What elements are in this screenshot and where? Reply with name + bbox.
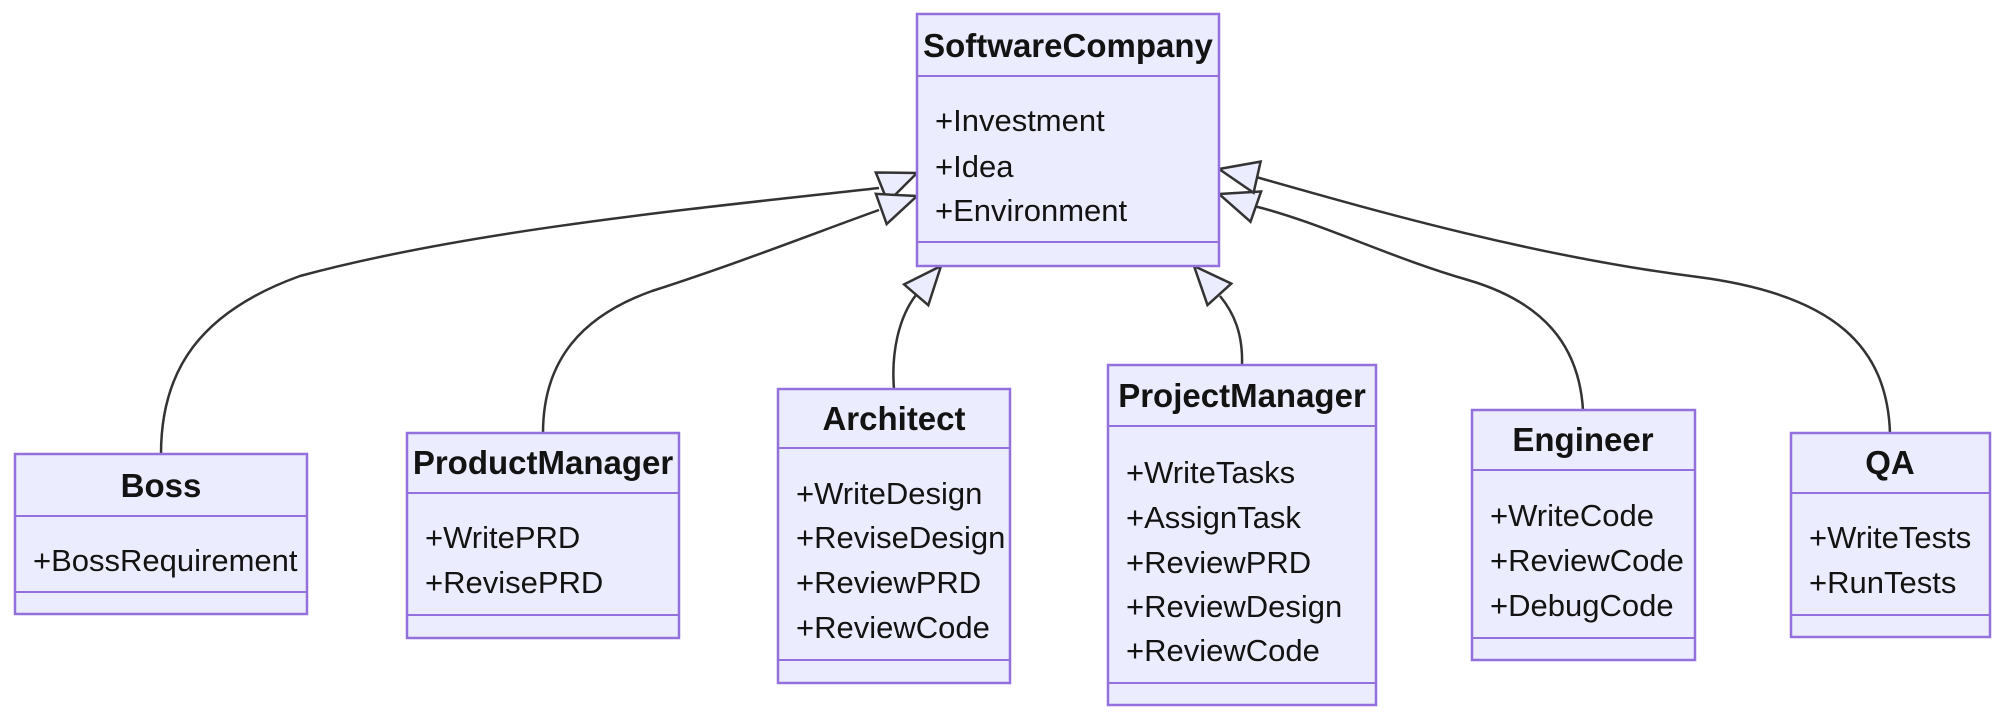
class-member: +WriteDesign: [796, 476, 982, 511]
class-title: QA: [1865, 444, 1915, 481]
inheritance-arrowhead-icon: [1191, 263, 1234, 308]
class-member: +WritePRD: [425, 520, 580, 555]
inheritance-edge-engineer: [1253, 204, 1585, 411]
class-member: +ReviewCode: [1126, 633, 1320, 668]
class-box: [405, 431, 681, 640]
class-title: ProjectManager: [1118, 377, 1366, 414]
inheritance-edge-boss: [159, 186, 880, 455]
class-member: +AssignTask: [1126, 500, 1301, 535]
inheritance-edge-productmanager: [541, 208, 880, 434]
inheritance-edge-architect: [892, 294, 917, 390]
class-member: +ReviewCode: [1490, 543, 1684, 578]
class-box: [1106, 363, 1378, 707]
inheritance-arrowhead-icon: [874, 192, 921, 227]
class-member: +Investment: [935, 103, 1105, 138]
class-box: [13, 452, 309, 616]
class-member: +ReviewPRD: [796, 565, 981, 600]
class-member: +RunTests: [1809, 565, 1956, 600]
class-member: +WriteCode: [1490, 498, 1654, 533]
edges: [159, 160, 1892, 455]
class-member: +ReviewCode: [796, 610, 990, 645]
class-member: +DebugCode: [1490, 588, 1674, 623]
class-member: +BossRequirement: [33, 543, 298, 578]
class-title: SoftwareCompany: [923, 27, 1213, 64]
class-node-productmanager: ProductManager +WritePRD +RevisePRD: [405, 431, 681, 640]
class-node-engineer: Engineer +WriteCode +ReviewCode +DebugCo…: [1470, 408, 1697, 662]
class-member: +Idea: [935, 149, 1014, 184]
class-title: Engineer: [1512, 421, 1653, 458]
class-title: Boss: [121, 467, 202, 504]
class-box: [776, 387, 1012, 685]
class-member: +WriteTasks: [1126, 455, 1295, 490]
inheritance-arrowhead-icon: [1215, 160, 1263, 195]
class-member: +RevisePRD: [425, 565, 603, 600]
class-node-softwarecompany: SoftwareCompany +Investment +Idea +Envir…: [915, 12, 1221, 268]
inheritance-edge-projectmanager: [1219, 295, 1244, 366]
class-node-boss: Boss +BossRequirement: [13, 452, 309, 616]
class-title: ProductManager: [413, 444, 674, 481]
class-member: +Environment: [935, 193, 1128, 228]
class-box: [1470, 408, 1697, 662]
inheritance-edge-qa: [1255, 175, 1892, 434]
class-node-architect: Architect +WriteDesign +ReviseDesign +Re…: [776, 387, 1012, 685]
inheritance-arrowhead-icon: [901, 263, 944, 308]
class-member: +WriteTests: [1809, 520, 1971, 555]
class-title: Architect: [822, 400, 965, 437]
class-box: [1789, 431, 1992, 639]
class-member: +ReviewPRD: [1126, 545, 1311, 580]
class-box: [915, 12, 1221, 268]
class-member: +ReviewDesign: [1126, 589, 1342, 624]
class-member: +ReviseDesign: [796, 520, 1005, 555]
class-node-qa: QA +WriteTests +RunTests: [1789, 431, 1992, 639]
inheritance-arrowhead-icon: [1215, 190, 1263, 224]
class-node-projectmanager: ProjectManager +WriteTasks +AssignTask +…: [1106, 363, 1378, 707]
